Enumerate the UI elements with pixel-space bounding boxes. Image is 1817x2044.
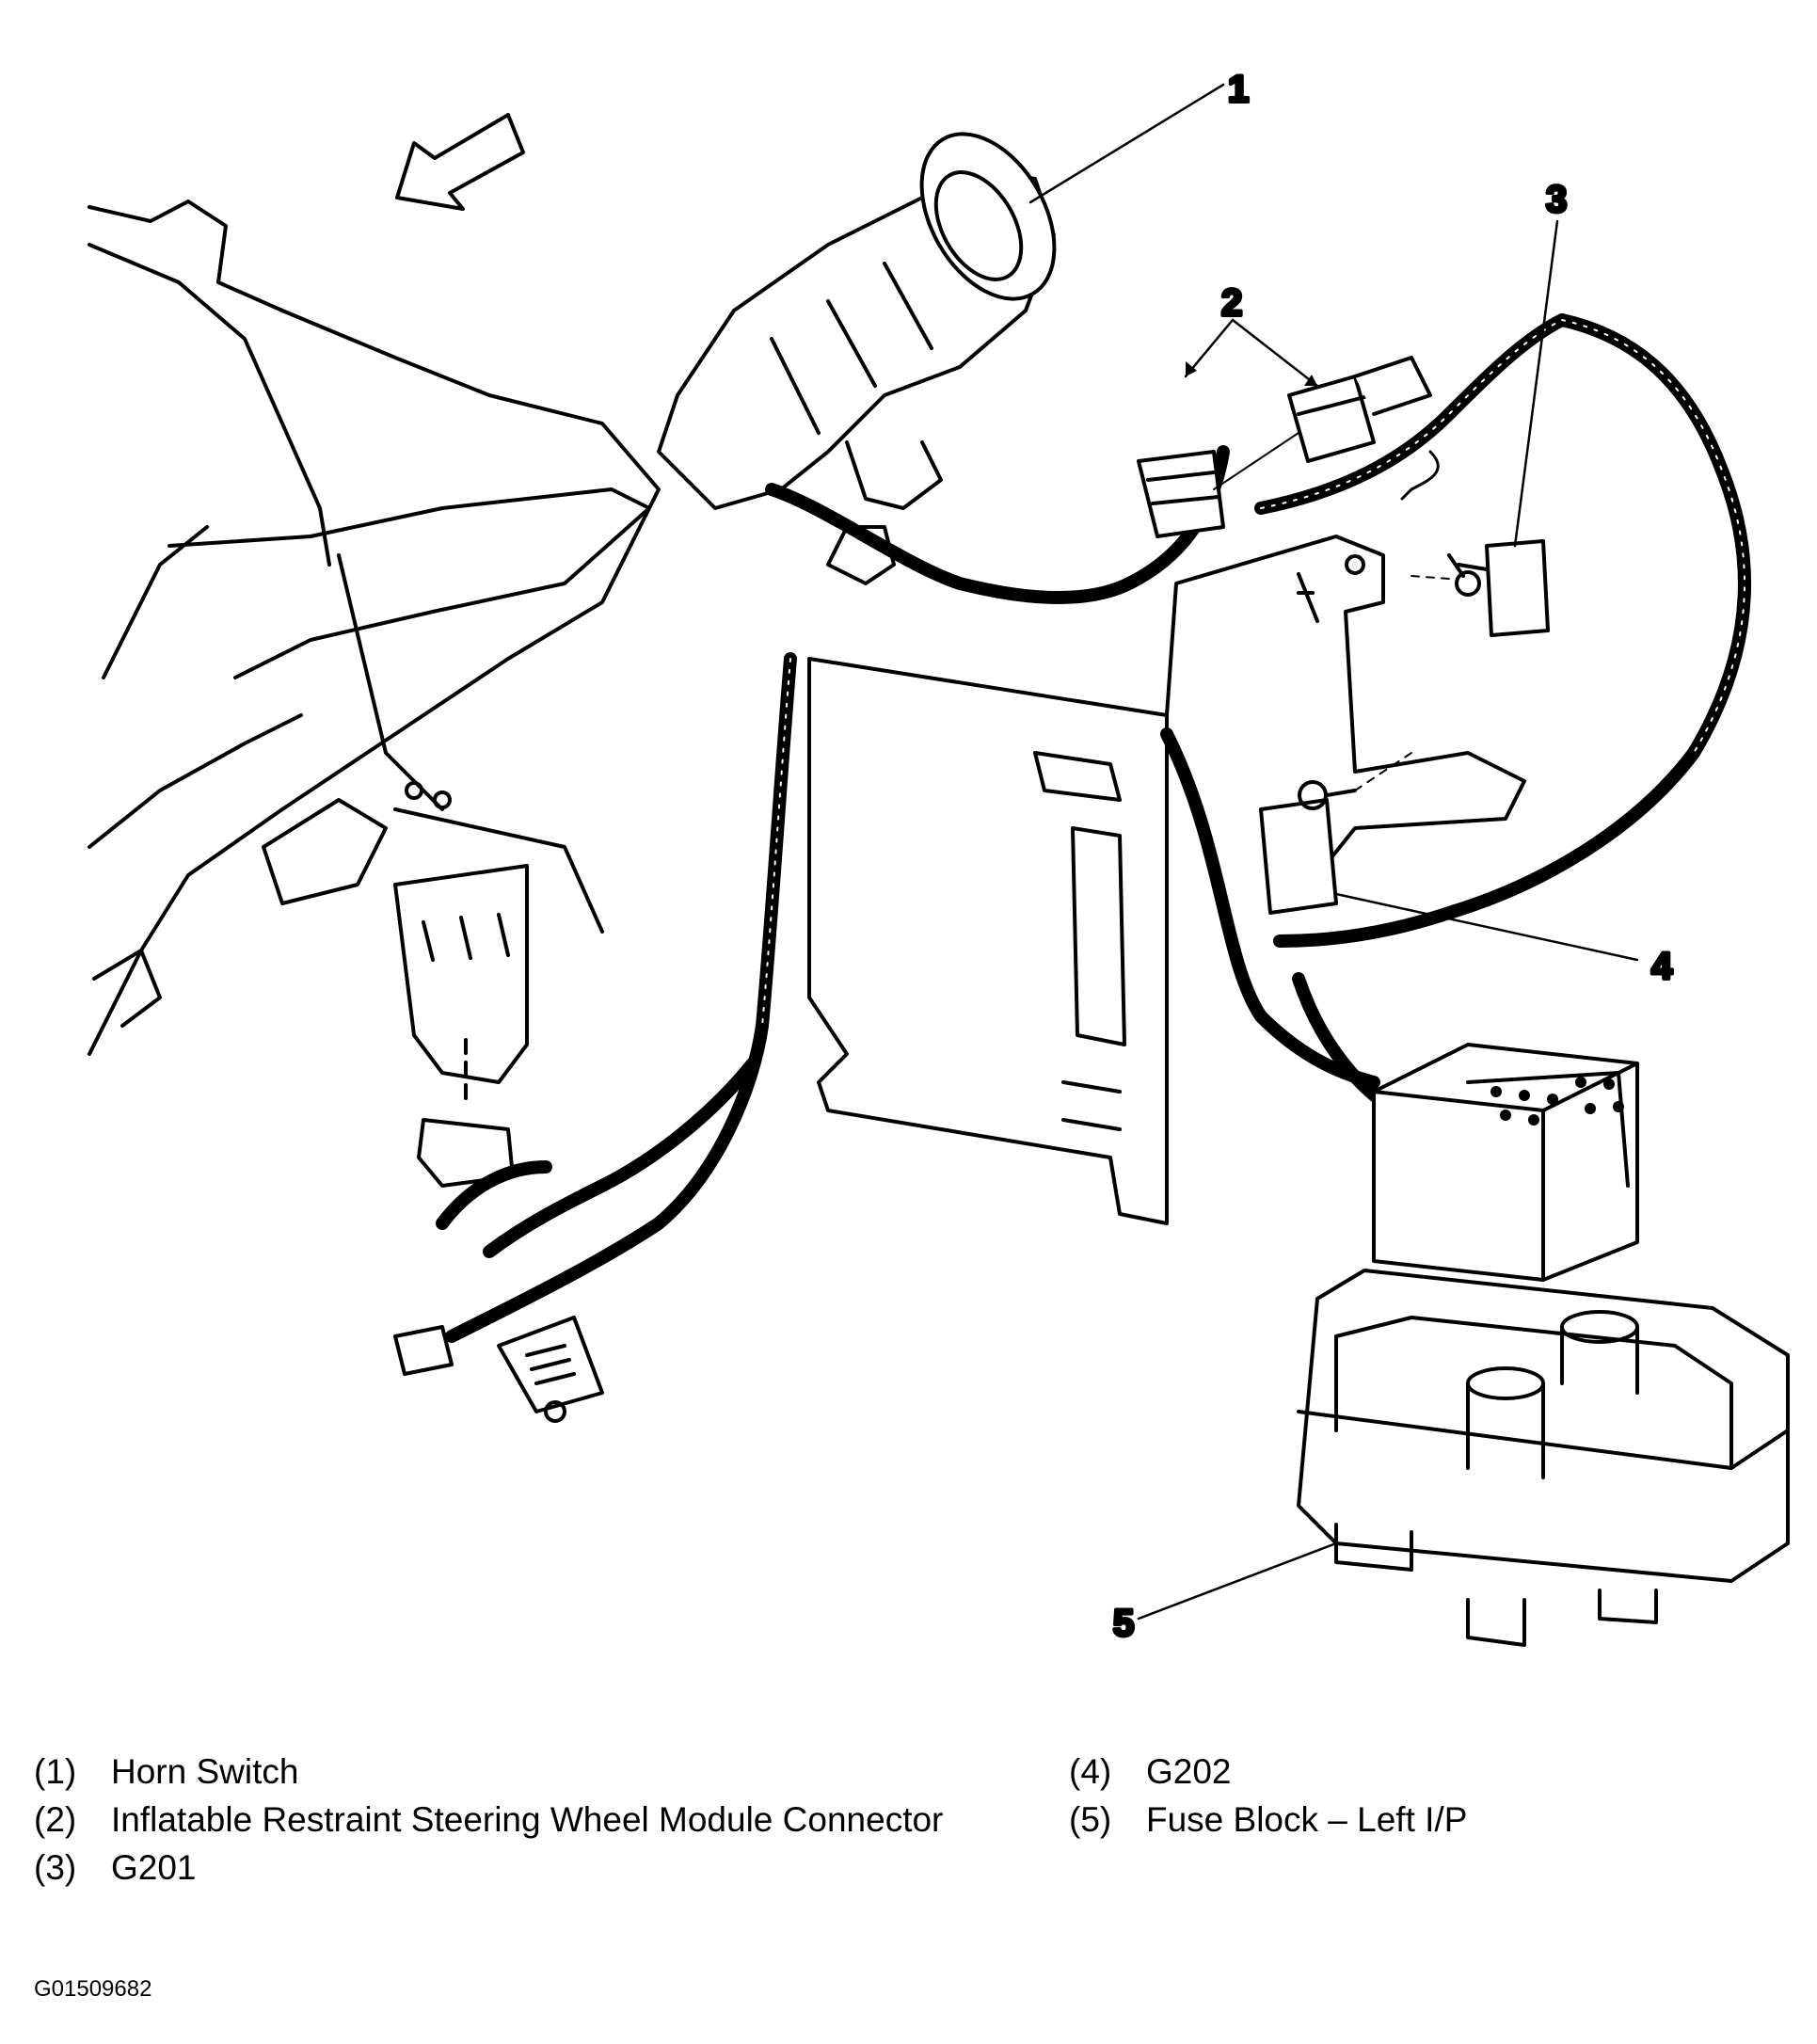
instrument-panel-frame	[88, 200, 661, 1188]
callout-4: 4	[1651, 946, 1673, 987]
legend-item-1: (1) Horn Switch	[34, 1750, 1031, 1793]
direction-arrow-icon	[395, 113, 525, 211]
g202-ground	[1259, 752, 1412, 915]
harness-connectors	[393, 1316, 604, 1423]
legend-text: Inflatable Restraint Steering Wheel Modu…	[111, 1800, 944, 1839]
legend-number: (5)	[1069, 1800, 1112, 1839]
legend-text: G201	[111, 1848, 197, 1887]
callout-1: 1	[1228, 69, 1249, 110]
legend-number: (1)	[34, 1752, 77, 1791]
wiring-harness-wraps	[761, 319, 1745, 1027]
legend-text: Fuse Block – Left I/P	[1146, 1800, 1468, 1839]
mounting-bracket	[807, 535, 1526, 1225]
callout-5: 5	[1113, 1603, 1134, 1644]
legend-number: (2)	[34, 1800, 77, 1839]
g201-ground	[1411, 539, 1550, 637]
legend: (1) Horn Switch (2) Inflatable Restraint…	[0, 1750, 1817, 1939]
legend-column-left: (1) Horn Switch (2) Inflatable Restraint…	[34, 1750, 1031, 1894]
legend-item-4: (4) G202	[1069, 1750, 1784, 1793]
callout-3: 3	[1546, 179, 1567, 220]
legend-number: (4)	[1069, 1752, 1112, 1791]
ir-steering-wheel-module-connector	[1137, 356, 1440, 538]
fuse-block-left-ip	[1297, 1043, 1790, 1647]
horn-switch	[919, 132, 1057, 301]
legend-item-5: (5) Fuse Block – Left I/P	[1069, 1798, 1784, 1841]
diagram-illustration: 1 2 3 4 5	[88, 67, 1790, 1647]
legend-column-right: (4) G202 (5) Fuse Block – Left I/P	[1069, 1750, 1784, 1846]
callout-2: 2	[1221, 282, 1242, 324]
legend-item-3: (3) G201	[34, 1846, 1031, 1889]
legend-text: Horn Switch	[111, 1752, 299, 1791]
legend-item-2: (2) Inflatable Restraint Steering Wheel …	[34, 1798, 1031, 1841]
leader-arrowheads	[1186, 361, 1317, 386]
legend-text: G202	[1146, 1752, 1232, 1791]
figure-id: G01509682	[34, 1976, 152, 2002]
steering-column	[657, 132, 1057, 585]
leader-lines	[1028, 83, 1639, 1621]
legend-number: (3)	[34, 1848, 77, 1887]
